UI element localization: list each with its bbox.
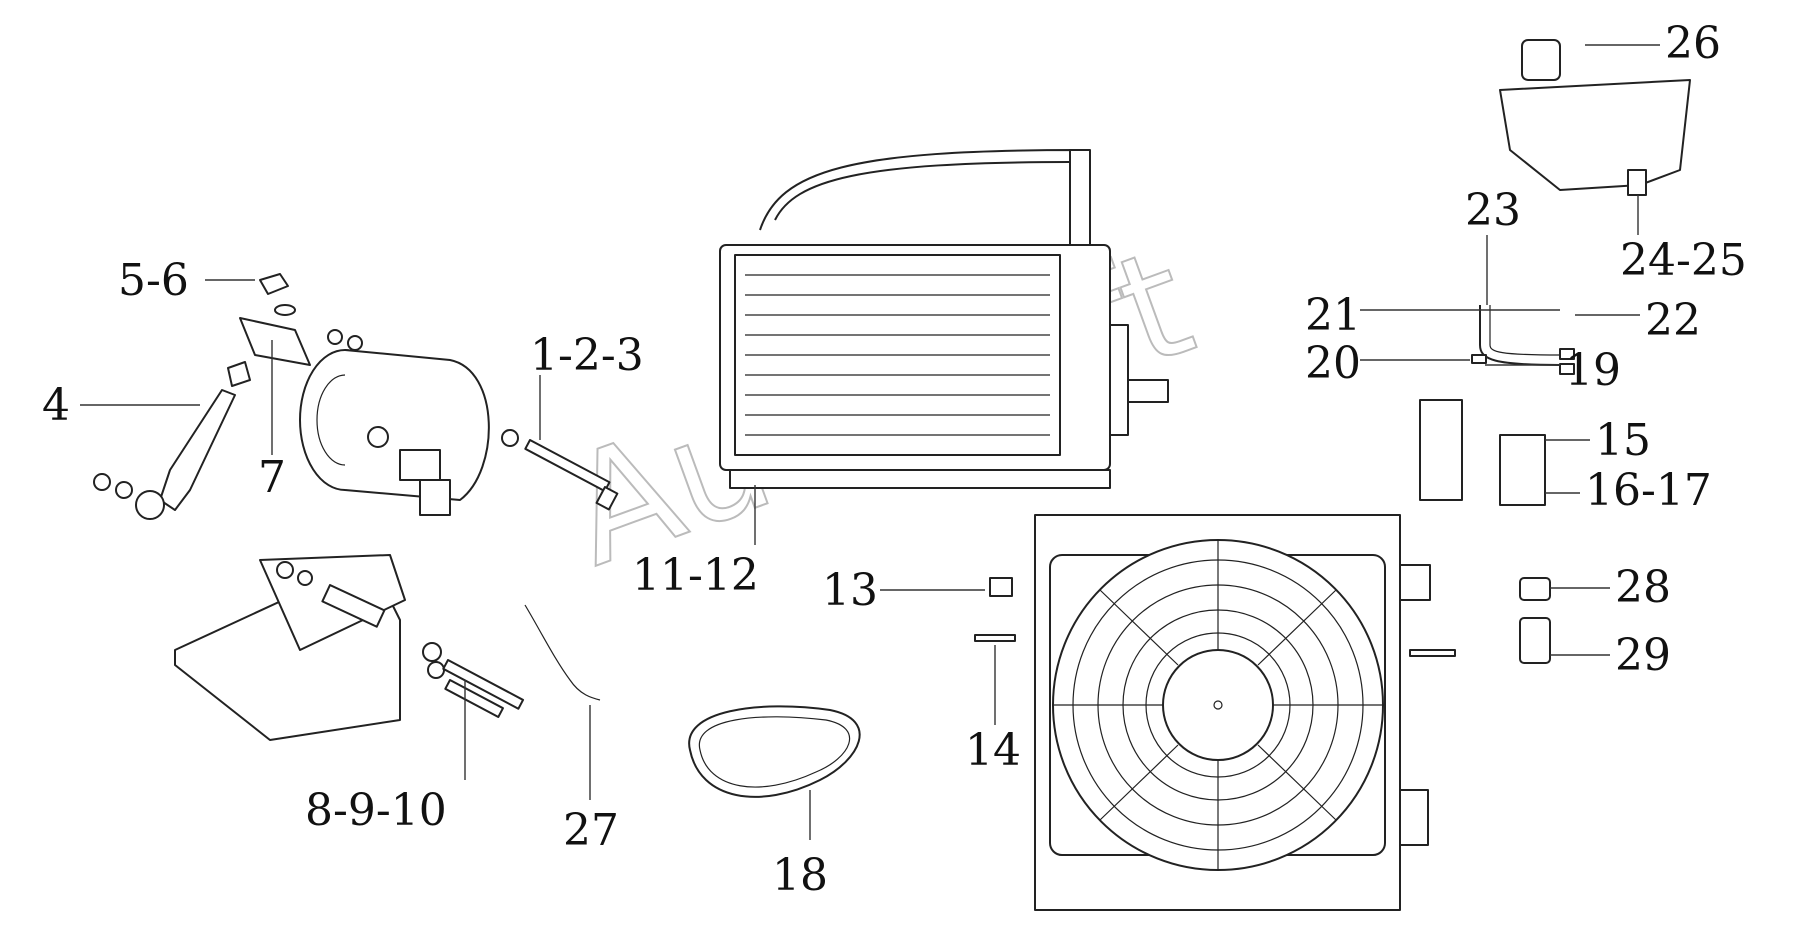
shim-14 xyxy=(974,634,1016,642)
callout-16-17: 16-17 xyxy=(1585,465,1712,516)
wire-27 xyxy=(524,604,601,701)
bolt-28 xyxy=(1519,577,1551,601)
hoses xyxy=(1471,305,1575,375)
callout-29: 29 xyxy=(1615,630,1671,681)
callout-11-12: 11-12 xyxy=(632,550,759,601)
callout-28: 28 xyxy=(1615,562,1671,613)
callout-22: 22 xyxy=(1645,295,1701,346)
callout-7: 7 xyxy=(258,452,286,503)
leader-lines xyxy=(80,44,1660,840)
callout-26: 26 xyxy=(1665,18,1721,69)
expansion-tank xyxy=(1499,39,1691,196)
callout-1-2-3: 1-2-3 xyxy=(530,330,644,381)
bolt-1-2-3 xyxy=(501,429,619,511)
callout-4: 4 xyxy=(42,380,70,431)
sleeve-29 xyxy=(1519,617,1551,664)
belt-18 xyxy=(688,705,861,798)
callout-21: 21 xyxy=(1305,290,1361,341)
callout-20: 20 xyxy=(1305,338,1361,389)
callout-27: 27 xyxy=(563,805,619,856)
callout-15: 15 xyxy=(1595,415,1651,466)
callout-13: 13 xyxy=(822,565,878,616)
callout-19: 19 xyxy=(1565,345,1621,396)
mount-brackets xyxy=(1419,399,1546,506)
bolt-13 xyxy=(989,577,1013,597)
callout-14: 14 xyxy=(965,725,1021,776)
condenser-unit xyxy=(719,149,1169,489)
callout-8-9-10: 8-9-10 xyxy=(305,785,447,836)
callout-18: 18 xyxy=(772,850,828,901)
bracket-parts xyxy=(93,273,406,741)
bolt-8-9-10 xyxy=(422,642,525,718)
callout-labels: 26 24-25 23 21 22 20 19 15 16-17 28 29 5… xyxy=(42,18,1747,901)
callout-23: 23 xyxy=(1465,185,1521,236)
condenser-fins xyxy=(745,274,1050,436)
callout-5-6: 5-6 xyxy=(118,255,189,306)
callout-24-25: 24-25 xyxy=(1620,235,1747,286)
fan-assembly xyxy=(1034,514,1431,911)
shim-right xyxy=(1409,649,1456,657)
compressor xyxy=(299,349,490,516)
